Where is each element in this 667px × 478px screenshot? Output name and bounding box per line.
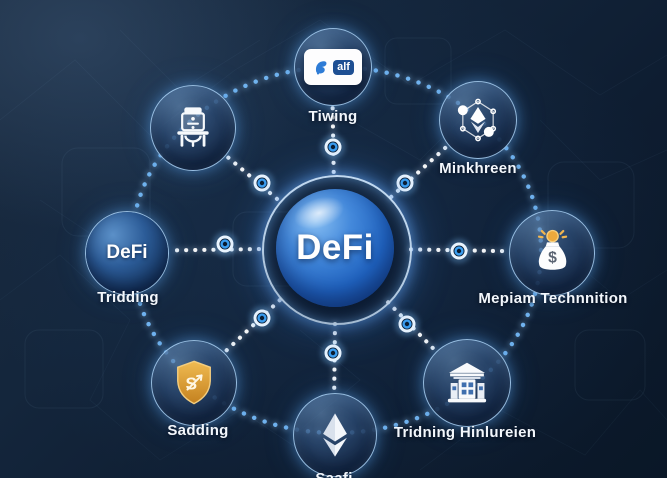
node-eth-network [439, 81, 517, 159]
radial-spokes [166, 103, 511, 394]
hub-node-defi: DeFi [276, 189, 394, 307]
node-bank [423, 339, 511, 427]
label-tridding: Tridding [97, 289, 159, 306]
label-tridning-hinlureien: Tridning Hinlureien [393, 424, 537, 441]
spoke-node-dots [213, 135, 471, 365]
label-tiwing: Tiwing [308, 108, 358, 125]
money-bag-icon: $ [537, 229, 568, 270]
node-money-bag: $ [509, 210, 595, 296]
label-mepiam-technnition: Mepiam Technnition [478, 290, 628, 307]
node-cash-register [150, 85, 236, 171]
shield-icon: S [177, 360, 211, 405]
node-defi-sphere: DeFi [85, 211, 169, 295]
defi-sphere-text: DeFi [106, 242, 148, 263]
payment-card-icon: alf [304, 49, 362, 85]
hub-glow-ring [262, 175, 412, 325]
label-sadding: Sadding [167, 422, 229, 439]
card-badge-text: alf [333, 59, 354, 75]
defi-sphere-icon: DeFi [86, 212, 168, 294]
bank-icon [447, 362, 487, 403]
ethereum-icon [323, 413, 347, 457]
cash-register-icon [177, 107, 209, 147]
node-payment-card: alf [294, 28, 372, 106]
hub-label: DeFi [296, 228, 374, 267]
node-ethereum [293, 393, 377, 477]
dollar-sign: $ [548, 250, 557, 267]
card-logo-icon [316, 61, 327, 75]
node-shield: S [151, 340, 237, 426]
shield-letter: S [186, 374, 198, 394]
label-minkhreen: Minkhreen [439, 160, 517, 177]
label-ethereum-clipped: Saafi [315, 470, 352, 478]
ethereum-network-icon [457, 98, 497, 142]
